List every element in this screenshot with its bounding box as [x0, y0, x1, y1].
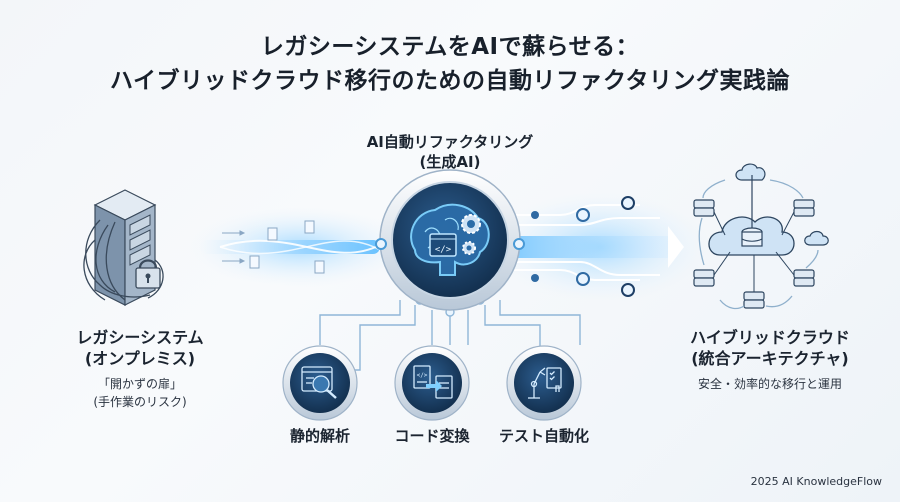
- center-title-line-2: (生成AI): [419, 153, 481, 171]
- code-conversion-node[interactable]: </>: [394, 345, 470, 421]
- hybrid-cloud-subtitle: 安全・効率的な移行と運用: [660, 375, 880, 393]
- legacy-system-title: レガシーシステム (オンプレミス): [40, 327, 240, 369]
- svg-text:</>: </>: [417, 372, 428, 379]
- center-title-line-1: AI自動リファクタリング: [366, 133, 534, 151]
- static-analysis-label: 静的解析: [289, 427, 350, 445]
- robot-arm-checklist-icon: [528, 367, 562, 399]
- right-title-line-1: ハイブリッドクラウド: [690, 328, 850, 347]
- legacy-system-subtitle: 「開かずの扉」 (手作業のリスク): [40, 375, 240, 411]
- cloud-network-icon: [693, 163, 829, 310]
- right-sub-line-1: 安全・効率的な移行と運用: [697, 377, 842, 391]
- ai-refactoring-label: AI自動リファクタリング (生成AI): [320, 132, 580, 172]
- title-line-1: レガシーシステムをAIで蘇らせる：: [260, 34, 640, 60]
- svg-text:</>: </>: [435, 245, 452, 255]
- ai-refactoring-node[interactable]: </>: [375, 169, 525, 311]
- magnifier-code-icon: [301, 366, 337, 399]
- code-conversion-label: コード変換: [394, 427, 470, 445]
- document-transform-icon: </>: [413, 365, 453, 399]
- hybrid-cloud-title: ハイブリッドクラウド (統合アーキテクチャ): [660, 327, 880, 369]
- locked-server-icon: [83, 189, 164, 306]
- right-title-line-2: (統合アーキテクチャ): [691, 349, 849, 368]
- test-automation-node[interactable]: [506, 345, 582, 421]
- title-line-2: ハイブリッドクラウド移行のための自動リファクタリング実践論: [109, 68, 791, 94]
- left-title-line-2: (オンプレミス): [84, 349, 196, 368]
- left-title-line-1: レガシーシステム: [76, 328, 204, 347]
- page-title: レガシーシステムをAIで蘇らせる： ハイブリッドクラウド移行のための自動リファク…: [0, 30, 900, 98]
- left-sub-line-2: (手作業のリスク): [93, 395, 187, 409]
- static-analysis-node[interactable]: [282, 345, 358, 421]
- output-beam: [490, 192, 710, 302]
- brain-code-gear-icon: </>: [410, 203, 490, 276]
- test-automation-label: テスト自動化: [498, 427, 589, 445]
- left-sub-line-1: 「開かずの扉」: [97, 377, 182, 391]
- footer-credit: 2025 AI KnowledgeFlow: [750, 475, 882, 488]
- input-beam: [190, 207, 410, 287]
